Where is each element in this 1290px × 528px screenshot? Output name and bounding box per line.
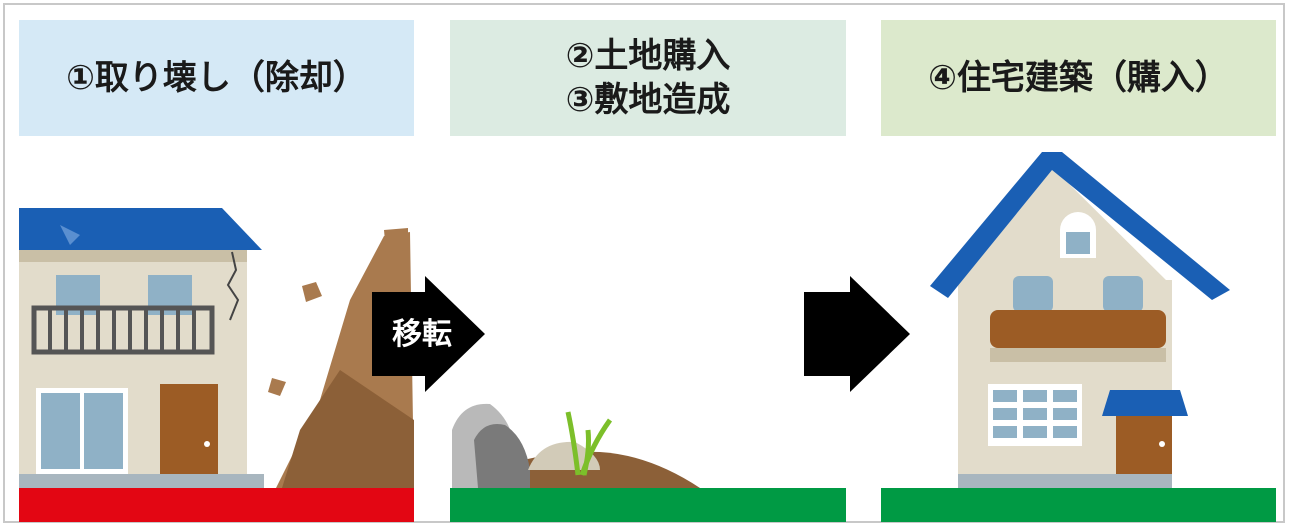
step-construction-header: ④住宅建築（購入） <box>881 20 1276 136</box>
demolition-ground-bar <box>19 488 414 522</box>
step-demolition-header: ①取り壊し（除却） <box>19 20 414 136</box>
move-arrow-icon <box>372 276 485 392</box>
step-demolition-label: ①取り壊し（除却） <box>66 58 367 98</box>
land-ground-bar <box>450 488 846 522</box>
move-label: 移転 <box>392 317 452 352</box>
old-house-illustration <box>19 208 264 488</box>
step-site-preparation-label: ③敷地造成 <box>565 80 731 120</box>
new-house-ground-bar <box>881 488 1276 522</box>
step-construction-label: ④住宅建築（購入） <box>928 58 1229 98</box>
land-illustration <box>452 403 700 488</box>
step-land-purchase-label: ②土地購入 <box>565 36 731 76</box>
next-step-arrow-icon <box>804 276 910 392</box>
new-house-illustration <box>930 152 1230 488</box>
step-land-header: ②土地購入 ③敷地造成 <box>450 20 846 136</box>
